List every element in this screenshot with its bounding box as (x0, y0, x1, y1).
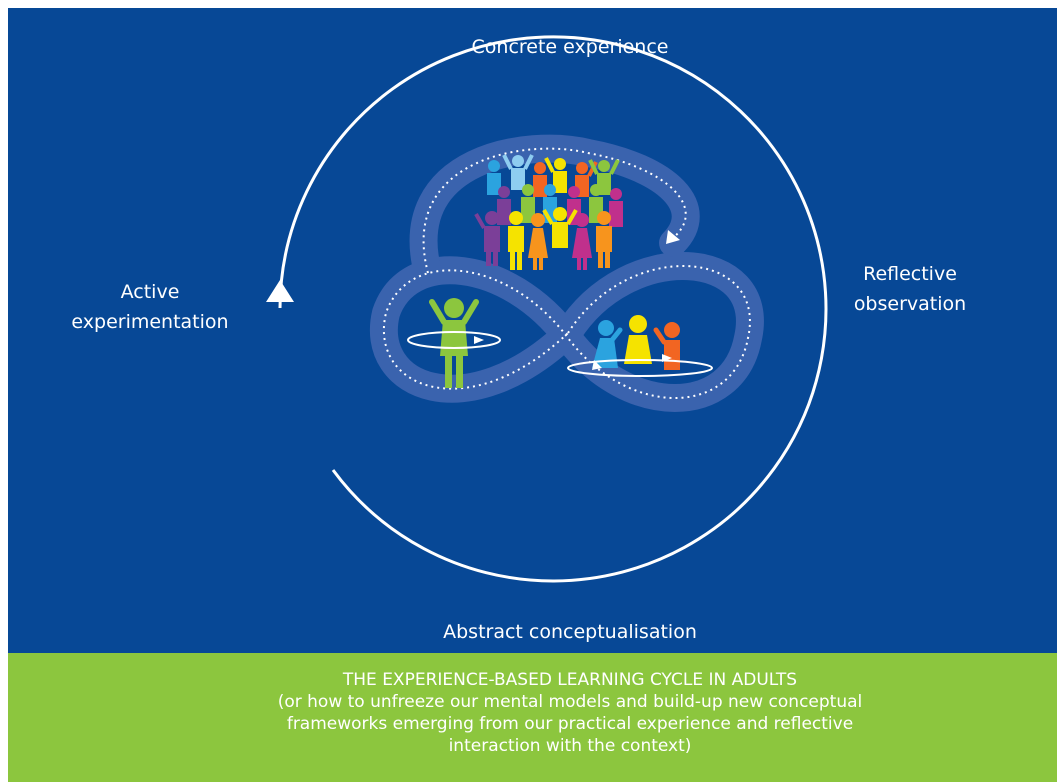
abstract-conceptualisation-label: Abstract conceptualisation (443, 621, 697, 643)
group-rotation-ring (567, 359, 713, 377)
learning-cycle-diagram (266, 35, 828, 583)
cycle-arrow-icon (266, 280, 294, 302)
group-rotation-arrow-icon (592, 360, 602, 370)
rotation-ring (407, 331, 501, 349)
infinity-dotted-path (383, 147, 751, 399)
active-experimentation-label: Active experimentation (71, 281, 229, 333)
person-group-icon (474, 154, 623, 270)
concrete-experience-label: Concrete experience (471, 36, 669, 58)
rotation-arrow-icon (474, 336, 484, 344)
outer-cycle-arc (278, 35, 828, 583)
track-arrow-icon (666, 230, 680, 244)
caption-title: THE EXPERIENCE-BASED LEARNING CYCLE IN A… (342, 670, 798, 690)
reflective-observation-label: Reflective observation (853, 263, 967, 315)
caption-band (8, 653, 1057, 782)
caption-subtitle: (or how to unfreeze our mental models an… (277, 692, 863, 756)
diagram-background (8, 8, 1057, 653)
group-small-arrow-icon (662, 354, 672, 362)
